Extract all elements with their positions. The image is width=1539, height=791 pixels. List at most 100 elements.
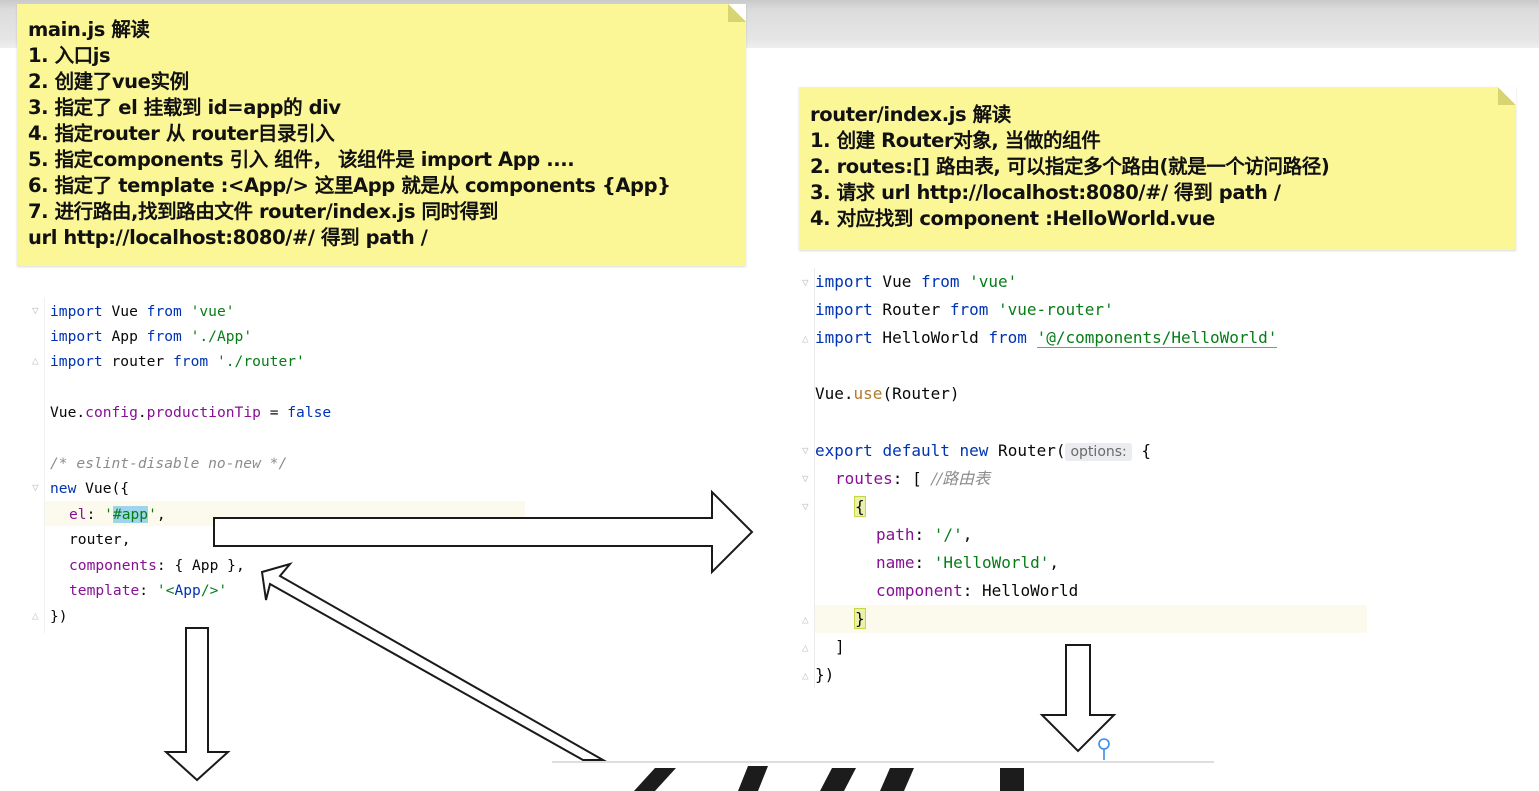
code-line: new Vue({ (50, 476, 129, 501)
code-line: import router from './router' (50, 349, 305, 374)
code-token: productionTip (146, 404, 261, 421)
code-token: '/' (933, 525, 963, 544)
code-token: '@/components/HelloWorld' (1036, 328, 1278, 348)
editor-gutter (800, 268, 815, 688)
code-token: : [ (892, 469, 932, 488)
code-line: routes: [ //路由表 (835, 465, 990, 493)
code-token: 'vue' (181, 303, 235, 320)
code-token: : { App }, (156, 557, 245, 574)
code-token: : (139, 582, 157, 599)
code-token: from (949, 300, 989, 319)
brace-highlight: { (854, 496, 866, 517)
note-item: url http://localhost:8080/#/ 得到 path / (28, 226, 428, 249)
code-token: path (876, 525, 915, 544)
code-token: components (69, 557, 157, 574)
code-line: export default new Router(options: { (815, 437, 1151, 465)
note-item: 2. routes:[] 路由表, 可以指定多个路由(就是一个访问路径) (810, 155, 1330, 178)
code-token: , (156, 506, 166, 523)
code-token: = (260, 404, 288, 421)
code-token: Vue (872, 272, 921, 291)
note-item: 4. 指定router 从 router目录引入 (28, 122, 335, 145)
note-item: 3. 指定了 el 挂载到 id=app的 div (28, 96, 341, 119)
fold-icon: ▽ (802, 472, 809, 485)
code-token: App (102, 328, 147, 345)
arrow-right-icon (213, 489, 754, 575)
code-token: , (962, 525, 973, 544)
fold-end-icon: △ (802, 669, 809, 682)
code-line: router, (69, 531, 131, 548)
code-token: default (882, 441, 950, 460)
code-token: from (920, 272, 960, 291)
code-line: ] (835, 637, 845, 656)
note-item: 1. 入口js (28, 44, 111, 67)
code-token: Router( (988, 441, 1066, 460)
code-line: components: { App }, (69, 553, 245, 578)
note-item: 6. 指定了 template :<App/> 这里App 就是从 compon… (28, 174, 671, 197)
code-token: import (815, 328, 873, 347)
code-comment: /* eslint-disable no-new */ (50, 455, 288, 472)
editor-gutter (30, 298, 45, 633)
code-token: : (914, 553, 934, 572)
code-token: , (1049, 553, 1060, 572)
code-token: import (815, 272, 873, 291)
code-token: import (50, 328, 103, 345)
pin-icon (1098, 738, 1110, 750)
code-token: from (146, 328, 182, 345)
code-line: Vue.use(Router) (815, 380, 960, 408)
arrow-up-left-icon (260, 562, 607, 761)
code-line: } (854, 605, 866, 633)
fold-end-icon: △ (802, 641, 809, 654)
note-item: 2. 创建了vue实例 (28, 70, 189, 93)
note-item: 4. 对应找到 component :HelloWorld.vue (810, 207, 1215, 230)
code-line: import App from './App' (50, 324, 252, 349)
watermark-logo (634, 766, 1024, 791)
code-token: : (86, 506, 105, 523)
parameter-hint: options: (1065, 443, 1132, 461)
code-line: path: '/', (876, 521, 972, 549)
code-line: template: '<App/>' (69, 578, 227, 603)
code-token: HelloWorld (981, 581, 1079, 600)
code-token: Vue. (50, 404, 86, 421)
fold-icon: ▽ (32, 481, 39, 494)
code-token: routes (835, 469, 893, 488)
note-body: router/index.js 解读 1. 创建 Router对象, 当做的组件… (810, 102, 1330, 232)
code-line: el: '#app', (69, 502, 166, 527)
code-line: import Vue from 'vue' (50, 299, 235, 324)
code-token: from (146, 303, 182, 320)
code-token: : (962, 581, 982, 600)
code-line: { (854, 493, 866, 521)
code-token: name (876, 553, 915, 572)
note-item: 5. 指定components 引入 组件， 该组件是 import App .… (28, 148, 575, 171)
code-line: import HelloWorld from '@/components/Hel… (815, 324, 1278, 352)
code-token: new (50, 480, 77, 497)
code-token: { (1131, 441, 1152, 460)
code-token: el (69, 506, 87, 523)
code-token: './router' (208, 353, 305, 370)
fold-end-icon: △ (32, 609, 39, 622)
code-token: />' (200, 582, 228, 599)
code-line: name: 'HelloWorld', (876, 549, 1059, 577)
code-token: import (50, 303, 103, 320)
code-token: new (959, 441, 989, 460)
code-line: }) (50, 608, 68, 625)
code-token: Vue (102, 303, 147, 320)
code-token: from (173, 353, 209, 370)
code-token: Router (872, 300, 950, 319)
note-fold-corner (728, 4, 746, 22)
code-comment: //路由表 (931, 469, 991, 488)
note-item: 1. 创建 Router对象, 当做的组件 (810, 129, 1101, 152)
code-token: import (815, 300, 873, 319)
code-token: 'vue-router' (988, 300, 1114, 319)
code-token: template (69, 582, 140, 599)
fold-icon: ▽ (32, 304, 39, 317)
code-line: import Vue from 'vue' (815, 268, 1017, 296)
note-body: main.js 解读 1. 入口js 2. 创建了vue实例 3. 指定了 el… (28, 17, 671, 251)
fold-end-icon: △ (802, 613, 809, 626)
fold-icon: ▽ (802, 500, 809, 513)
code-line: Vue.config.productionTip = false (50, 400, 331, 425)
code-token: App (174, 582, 201, 599)
current-line-highlight (815, 605, 1367, 633)
code-line: import Router from 'vue-router' (815, 296, 1114, 324)
fold-icon: ▽ (802, 444, 809, 457)
